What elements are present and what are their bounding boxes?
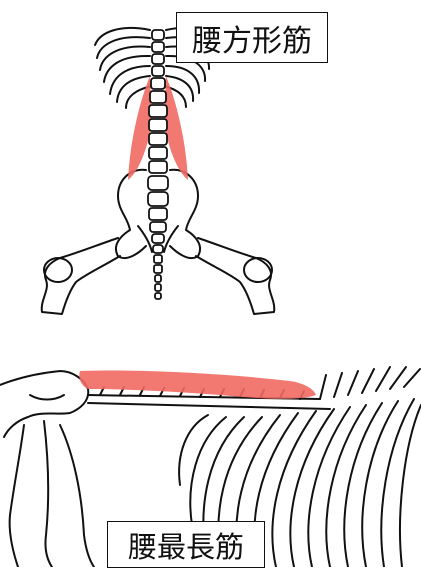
hind-leg: [10, 425, 24, 567]
femur-right: [196, 238, 274, 314]
quadratus-lumborum-label-text: 腰方形筋: [192, 16, 312, 60]
femur-left: [42, 238, 120, 314]
pelvis-left: [116, 170, 146, 258]
longissimus-lumborum-label-text: 腰最長筋: [128, 524, 244, 566]
quadratus-lumborum-label: 腰方形筋: [176, 12, 328, 63]
spine: [148, 30, 168, 299]
pelvis-right: [170, 170, 200, 258]
longissimus-lumborum-label: 腰最長筋: [107, 521, 265, 568]
